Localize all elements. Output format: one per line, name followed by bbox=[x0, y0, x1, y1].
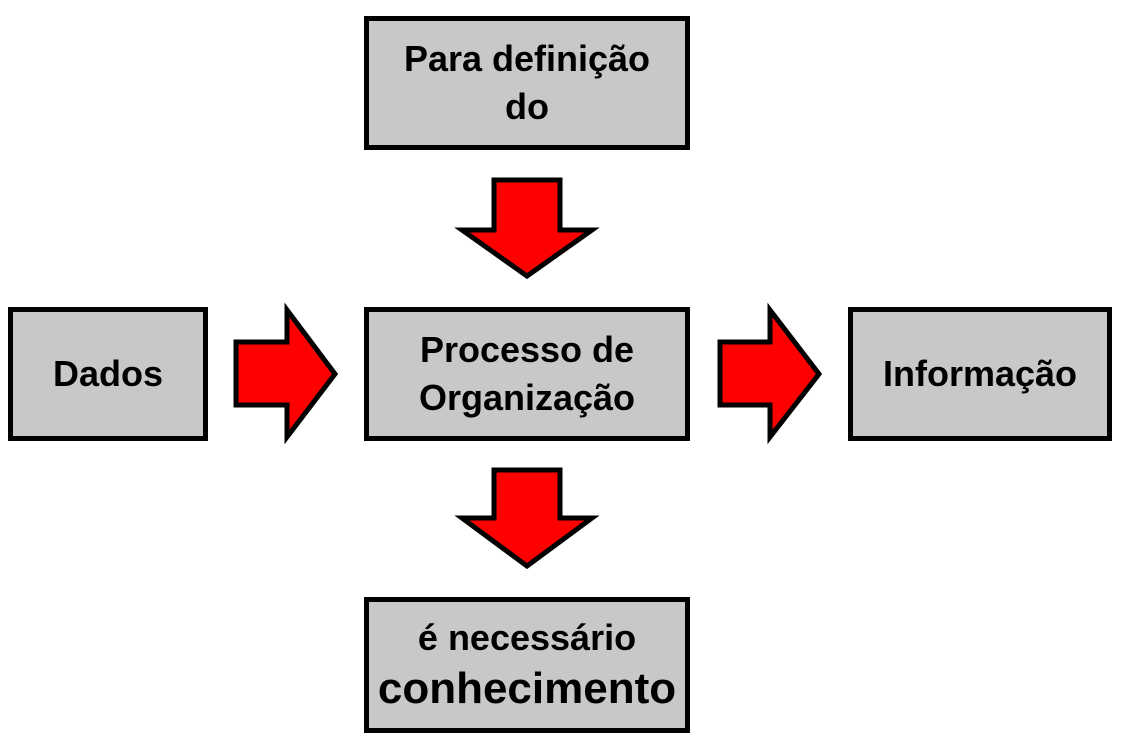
arrow-center-to-bottom bbox=[454, 467, 600, 570]
box-top-line2: do bbox=[505, 86, 549, 127]
box-right: Informação bbox=[848, 307, 1112, 441]
box-top-line1: Para definição bbox=[403, 38, 651, 79]
arrow-center-to-right bbox=[717, 302, 823, 445]
arrow-left-to-center bbox=[233, 302, 339, 445]
box-bottom: é necessário conhecimento bbox=[364, 597, 690, 733]
box-top: Para definição do bbox=[364, 16, 690, 150]
box-left: Dados bbox=[8, 307, 208, 441]
box-bottom-line2: conhecimento bbox=[377, 664, 677, 713]
box-bottom-line1: é necessário bbox=[417, 617, 637, 658]
arrow-top-to-center bbox=[454, 177, 600, 280]
box-right-label: Informação bbox=[882, 353, 1078, 394]
box-center-line2: Organização bbox=[418, 377, 636, 418]
box-left-label: Dados bbox=[52, 353, 164, 394]
box-center: Processo de Organização bbox=[364, 307, 690, 441]
box-center-line1: Processo de bbox=[419, 329, 635, 370]
